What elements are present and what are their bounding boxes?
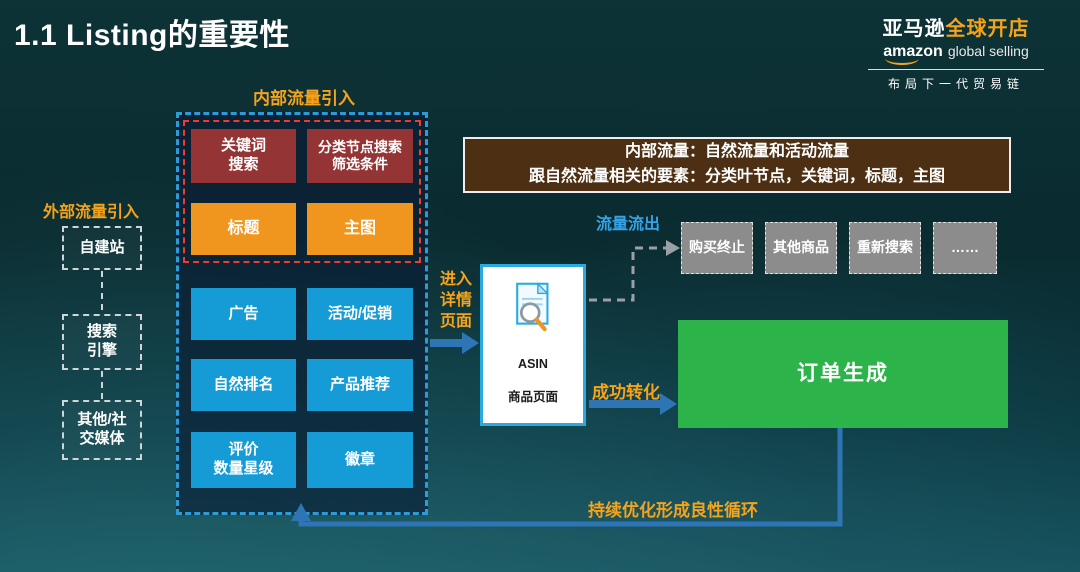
outflow-box-ellipsis: …… <box>933 222 997 274</box>
arrow-conversion-head <box>660 393 677 415</box>
amazon-wordmark: amazon <box>883 43 943 65</box>
arrow-to-detail-page-head <box>462 332 479 354</box>
external-traffic-label: 外部流量引入 <box>42 204 139 221</box>
brand-name-cn-orange: 全球开店 <box>945 18 1030 40</box>
brand-name-cn: 亚马逊全球开店 <box>868 12 1044 41</box>
info-box-line2: 跟自然流量相关的要素：分类叶节点，关键词，标题，主图 <box>528 168 945 185</box>
internal-box-category-node: 分类节点搜索 筛选条件 <box>307 129 413 183</box>
internal-box-promotion: 活动/促销 <box>307 288 413 340</box>
internal-box-organic-rank: 自然排名 <box>191 359 296 411</box>
brand-name-en: amazon global selling <box>868 43 1044 65</box>
asin-caption-line1: ASIN <box>518 356 548 371</box>
order-generated-box: 订单生成 <box>678 320 1008 428</box>
external-box-social-media: 其他/社 交媒体 <box>62 400 142 460</box>
asin-caption: ASIN 商品页面 <box>508 339 558 423</box>
conversion-label: 成功转化 <box>592 383 660 402</box>
outflow-box-other-product: 其他商品 <box>765 222 837 274</box>
brand-name-cn-white: 亚马逊 <box>882 18 946 40</box>
amazon-text: amazon <box>883 43 943 60</box>
traffic-outflow-label: 流量流出 <box>596 216 661 233</box>
search-factors-group-frame <box>183 120 421 263</box>
external-box-search-engine: 搜索 引擎 <box>62 314 142 370</box>
internal-box-ads: 广告 <box>191 288 296 340</box>
outflow-dashed-connector <box>589 246 666 302</box>
internal-box-reviews: 评价 数量星级 <box>191 432 296 488</box>
internal-box-title: 标题 <box>191 203 296 255</box>
product-page-icon <box>516 282 550 332</box>
internal-box-keyword-search: 关键词 搜索 <box>191 129 296 183</box>
external-box-own-site: 自建站 <box>62 226 142 270</box>
internal-box-badge: 徽章 <box>307 432 413 488</box>
amazon-smile-icon <box>885 57 920 65</box>
brand-tagline: 布局下一代贸易链 <box>887 77 1024 91</box>
cycle-label: 持续优化形成良性循环 <box>588 501 758 520</box>
info-box: 内部流量：自然流量和活动流量 跟自然流量相关的要素：分类叶节点，关键词，标题，主… <box>463 137 1011 193</box>
global-selling-text: global selling <box>947 43 1029 59</box>
outflow-box-purchase-end: 购买终止 <box>681 222 753 274</box>
outflow-arrow-head <box>666 240 680 256</box>
outflow-box-research: 重新搜索 <box>849 222 921 274</box>
internal-box-recommendation: 产品推荐 <box>307 359 413 411</box>
internal-box-main-image: 主图 <box>307 203 413 255</box>
asin-caption-line2: 商品页面 <box>507 390 558 405</box>
enter-detail-page-label: 进入 详情 页面 <box>439 271 472 330</box>
logo-divider <box>868 69 1044 70</box>
info-box-line1: 内部流量：自然流量和活动流量 <box>624 143 849 161</box>
internal-traffic-label: 内部流量引入 <box>253 89 355 108</box>
page-title: 1.1 Listing的重要性 <box>14 19 290 52</box>
brand-logo: 亚马逊全球开店 amazon global selling 布局下一代贸易链 <box>868 12 1044 92</box>
asin-product-page-card: ASIN 商品页面 <box>480 264 586 426</box>
